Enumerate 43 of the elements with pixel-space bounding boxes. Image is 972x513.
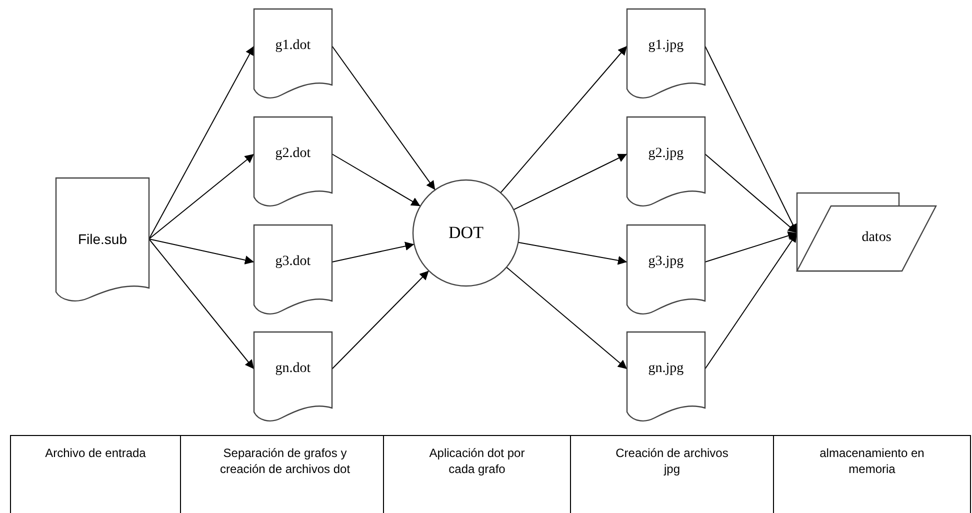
arrow <box>500 46 628 194</box>
arrow <box>704 232 798 370</box>
arrow <box>148 154 254 240</box>
node-label: datos <box>860 230 892 246</box>
node-label: File.sub <box>76 231 128 247</box>
stored-data-shape <box>797 193 936 271</box>
process-circle <box>412 179 520 287</box>
node-label: gn.jpg <box>647 361 685 377</box>
arrow <box>148 46 254 240</box>
arrow <box>704 154 798 234</box>
document-shape <box>56 178 149 300</box>
node-label: g2.dot <box>274 146 312 162</box>
table-cell: Aplicación dot por cada grafo <box>383 435 570 513</box>
arrow <box>332 154 421 207</box>
arrow <box>506 266 628 370</box>
arrow <box>332 46 436 190</box>
document-shape <box>627 225 705 313</box>
node-label: g1.dot <box>274 38 312 54</box>
table-cell: Creación de archivos jpg <box>570 435 773 513</box>
node-label: gn.dot <box>274 361 312 377</box>
table-cell: Separación de grafos y creación de archivos dot <box>180 435 383 513</box>
node-label: g3.jpg <box>647 254 685 270</box>
arrow <box>332 270 430 370</box>
document-shape <box>627 9 705 97</box>
document-shape <box>254 117 332 205</box>
document-shape <box>254 225 332 313</box>
node-label: DOT <box>448 223 484 243</box>
table-cell: Archivo de entrada <box>10 435 180 513</box>
arrow <box>704 231 798 262</box>
arrow <box>518 242 628 265</box>
document-shape <box>254 332 332 420</box>
arrow <box>148 238 254 370</box>
arrow <box>704 46 798 234</box>
table-cell: almacenamiento en memoria <box>773 435 971 513</box>
arrow <box>513 154 628 210</box>
document-shape <box>254 9 332 97</box>
document-shape <box>627 117 705 205</box>
node-label: g2.jpg <box>647 146 685 162</box>
arrow <box>148 238 254 264</box>
document-shape <box>627 332 705 420</box>
arrow <box>332 242 415 262</box>
node-label: g1.jpg <box>647 38 685 54</box>
node-label: g3.dot <box>274 254 312 270</box>
